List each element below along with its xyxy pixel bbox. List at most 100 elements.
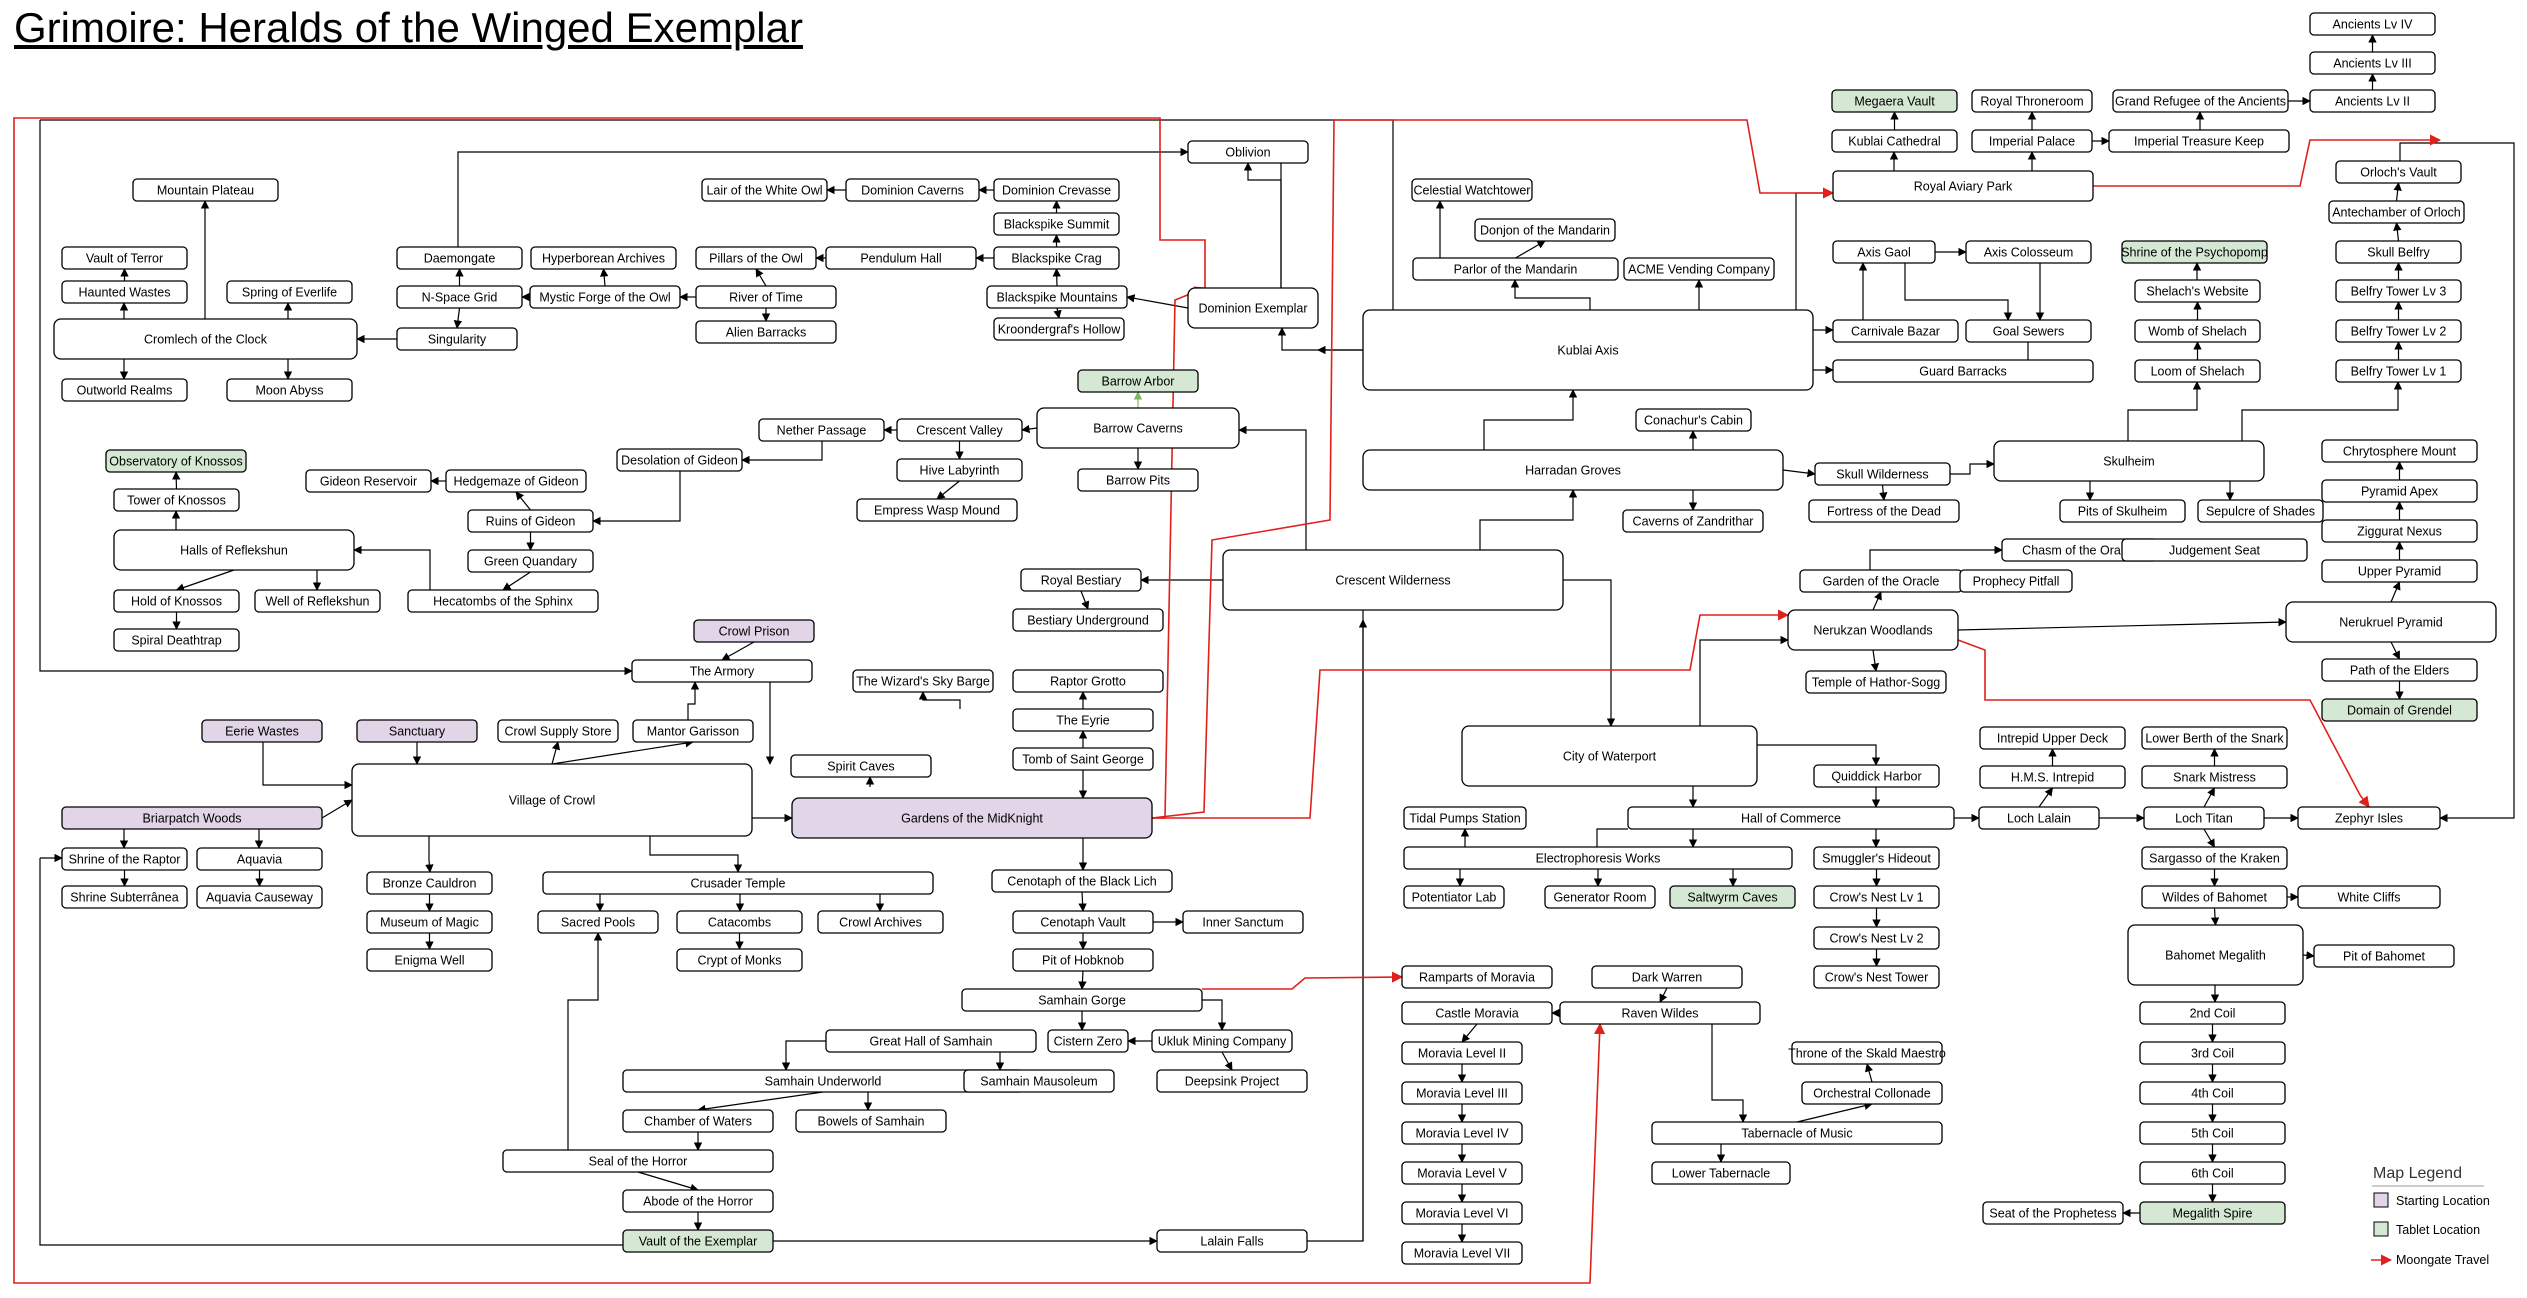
location-box[interactable] bbox=[1012, 747, 1154, 771]
location-orloch-vault[interactable]: Orloch's Vault bbox=[2335, 160, 2462, 184]
location-box[interactable] bbox=[622, 1109, 774, 1133]
location-box[interactable] bbox=[356, 719, 478, 743]
location-box[interactable] bbox=[2139, 1201, 2286, 1225]
location-box[interactable] bbox=[2321, 698, 2478, 722]
location-parlor-mandarin[interactable]: Parlor of the Mandarin bbox=[1412, 257, 1619, 281]
location-box[interactable] bbox=[2335, 359, 2462, 383]
location-box[interactable] bbox=[2285, 601, 2497, 643]
location-bahomet-megalith[interactable]: Bahomet Megalith bbox=[2127, 924, 2304, 986]
location-hms-intrepid[interactable]: H.M.S. Intrepid bbox=[1979, 765, 2126, 789]
location-crowl-archives[interactable]: Crowl Archives bbox=[817, 910, 944, 934]
location-dark-warren[interactable]: Dark Warren bbox=[1591, 965, 1743, 989]
location-box[interactable] bbox=[2059, 499, 2186, 523]
location-box[interactable] bbox=[676, 948, 803, 972]
location-inner-sanctum[interactable]: Inner Sanctum bbox=[1182, 910, 1304, 934]
location-box[interactable] bbox=[1978, 806, 2100, 830]
location-box[interactable] bbox=[2121, 240, 2268, 264]
location-box[interactable] bbox=[1401, 1161, 1523, 1185]
location-skulheim[interactable]: Skulheim bbox=[1993, 440, 2265, 482]
location-box[interactable] bbox=[622, 1229, 774, 1253]
location-box[interactable] bbox=[2321, 559, 2478, 583]
location-box[interactable] bbox=[105, 449, 247, 473]
location-box[interactable] bbox=[196, 847, 323, 871]
location-box[interactable] bbox=[845, 178, 980, 202]
location-blackspike-mountains[interactable]: Blackspike Mountains bbox=[986, 285, 1128, 309]
location-path-elders[interactable]: Path of the Elders bbox=[2321, 658, 2478, 682]
location-cistern-zero[interactable]: Cistern Zero bbox=[1047, 1029, 1129, 1053]
location-box[interactable] bbox=[1982, 1201, 2124, 1225]
location-well-reflekshun[interactable]: Well of Reflekshun bbox=[254, 589, 381, 613]
location-box[interactable] bbox=[1012, 910, 1154, 934]
location-grand-refugee[interactable]: Grand Refugee of the Ancients bbox=[2112, 89, 2289, 113]
location-moravia-3[interactable]: Moravia Level III bbox=[1401, 1081, 1523, 1105]
location-box[interactable] bbox=[1187, 287, 1319, 329]
location-box[interactable] bbox=[2309, 12, 2436, 36]
location-wizards-sky-barge[interactable]: The Wizard's Sky Barge bbox=[852, 669, 994, 693]
location-box[interactable] bbox=[61, 806, 323, 830]
location-box[interactable] bbox=[758, 418, 885, 442]
location-box[interactable] bbox=[1801, 1081, 1943, 1105]
location-box[interactable] bbox=[113, 589, 240, 613]
location-eerie-wastes[interactable]: Eerie Wastes bbox=[201, 719, 323, 743]
location-the-eyrie[interactable]: The Eyrie bbox=[1012, 708, 1154, 732]
location-box[interactable] bbox=[1808, 499, 1960, 523]
location-pit-bahomet[interactable]: Pit of Bahomet bbox=[2313, 944, 2455, 968]
location-box[interactable] bbox=[467, 509, 594, 533]
location-box[interactable] bbox=[1971, 89, 2093, 113]
location-the-armory[interactable]: The Armory bbox=[631, 659, 813, 683]
location-box[interactable] bbox=[1401, 965, 1553, 989]
location-box[interactable] bbox=[2139, 1041, 2286, 1065]
location-singularity[interactable]: Singularity bbox=[396, 327, 518, 351]
location-enigma-well[interactable]: Enigma Well bbox=[366, 948, 493, 972]
location-daemongate[interactable]: Daemongate bbox=[396, 246, 523, 270]
location-box[interactable] bbox=[1401, 1201, 1523, 1225]
location-box[interactable] bbox=[1787, 609, 1959, 651]
location-box[interactable] bbox=[1805, 670, 1947, 694]
location-mantor-garisson[interactable]: Mantor Garisson bbox=[632, 719, 754, 743]
location-box[interactable] bbox=[1635, 408, 1752, 432]
location-box[interactable] bbox=[2139, 1161, 2286, 1185]
location-box[interactable] bbox=[1077, 369, 1199, 393]
location-box[interactable] bbox=[254, 589, 381, 613]
location-nether-passage[interactable]: Nether Passage bbox=[758, 418, 885, 442]
location-barrow-arbor[interactable]: Barrow Arbor bbox=[1077, 369, 1199, 393]
location-hedgemaze-gideon[interactable]: Hedgemaze of Gideon bbox=[445, 469, 587, 493]
location-vault-exemplar[interactable]: Vault of the Exemplar bbox=[622, 1229, 774, 1253]
location-vault-terror[interactable]: Vault of Terror bbox=[61, 246, 188, 270]
location-samhain-underworld[interactable]: Samhain Underworld bbox=[622, 1069, 1024, 1093]
location-box[interactable] bbox=[896, 418, 1023, 442]
location-village-crowl[interactable]: Village of Crowl bbox=[351, 763, 753, 837]
location-box[interactable] bbox=[695, 320, 837, 344]
location-tower-knossos[interactable]: Tower of Knossos bbox=[113, 488, 240, 512]
location-box[interactable] bbox=[1813, 926, 1940, 950]
location-shrine-raptor[interactable]: Shrine of the Raptor bbox=[61, 847, 188, 871]
location-box[interactable] bbox=[1401, 1081, 1523, 1105]
location-royal-aviary[interactable]: Royal Aviary Park bbox=[1832, 170, 2094, 202]
location-chamber-waters[interactable]: Chamber of Waters bbox=[622, 1109, 774, 1133]
location-box[interactable] bbox=[53, 318, 358, 360]
location-box[interactable] bbox=[2197, 499, 2324, 523]
location-coil-6[interactable]: 6th Coil bbox=[2139, 1161, 2286, 1185]
location-pits-skulheim[interactable]: Pits of Skulheim bbox=[2059, 499, 2186, 523]
location-loch-titan[interactable]: Loch Titan bbox=[2143, 806, 2265, 830]
location-box[interactable] bbox=[1965, 319, 2092, 343]
location-box[interactable] bbox=[1036, 407, 1240, 449]
location-green-quandary[interactable]: Green Quandary bbox=[467, 549, 594, 573]
location-moravia-4[interactable]: Moravia Level IV bbox=[1401, 1121, 1523, 1145]
location-ramparts-moravia[interactable]: Ramparts of Moravia bbox=[1401, 965, 1553, 989]
location-box[interactable] bbox=[537, 910, 659, 934]
location-desolation-gideon[interactable]: Desolation of Gideon bbox=[616, 448, 743, 472]
location-crowl-supply[interactable]: Crowl Supply Store bbox=[497, 719, 619, 743]
location-samhain-mausoleum[interactable]: Samhain Mausoleum bbox=[963, 1069, 1115, 1093]
location-box[interactable] bbox=[1403, 846, 1793, 870]
location-pendulum-hall[interactable]: Pendulum Hall bbox=[825, 246, 977, 270]
location-box[interactable] bbox=[1959, 569, 2073, 593]
location-smugglers-hideout[interactable]: Smuggler's Hideout bbox=[1813, 846, 1940, 870]
location-throne-skald[interactable]: Throne of the Skald Maestro bbox=[1788, 1041, 1946, 1065]
location-box[interactable] bbox=[1151, 1029, 1293, 1053]
location-shrine-subterranea[interactable]: Shrine Subterrânea bbox=[61, 885, 188, 909]
location-spring-everlife[interactable]: Spring of Everlife bbox=[226, 280, 353, 304]
location-alien-barracks[interactable]: Alien Barracks bbox=[695, 320, 837, 344]
location-box[interactable] bbox=[1591, 965, 1743, 989]
location-box[interactable] bbox=[693, 619, 815, 643]
